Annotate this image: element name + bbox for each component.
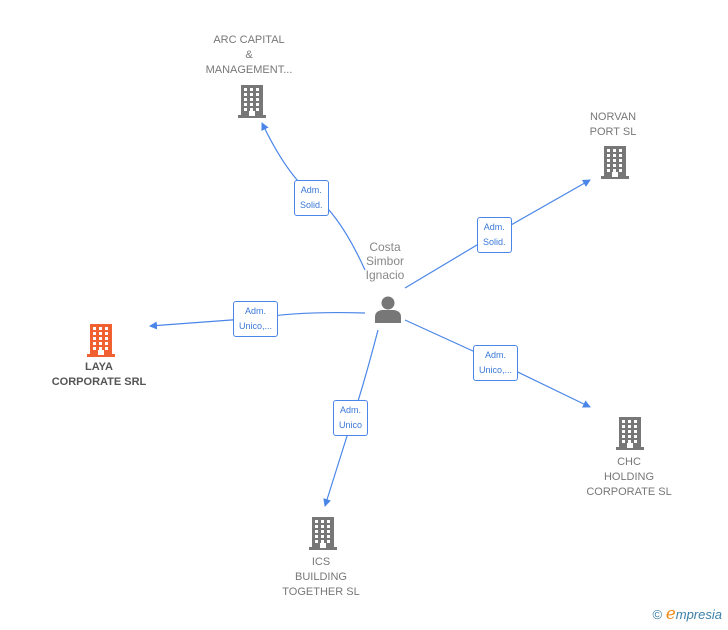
relation-badge-norvan[interactable]: Adm. Solid. [477,217,512,253]
building-icon-laya[interactable] [85,323,117,357]
company-chc-label[interactable]: CHC HOLDING CORPORATE SL [559,455,699,500]
person-icon[interactable] [373,294,403,324]
relation-text: Unico,... [479,365,513,375]
company-arc-label[interactable]: ARC CAPITAL & MANAGEMENT... [179,33,319,78]
label-line: ICS [311,556,331,568]
label-line: CORPORATE SL [586,486,672,498]
label-line: TOGETHER SL [282,586,360,598]
building-icon-norvan[interactable] [599,145,631,179]
brand-rest: mpresia [675,607,722,622]
relation-badge-arc[interactable]: Adm. Solid. [294,180,329,216]
copyright-icon: © [652,607,663,622]
company-laya-label[interactable]: LAYA CORPORATE SRL [29,360,169,390]
relation-text: Adm. [483,222,505,232]
company-ics-label[interactable]: ICS BUILDING TOGETHER SL [251,555,391,600]
empresia-logo[interactable]: © empresia [652,604,722,624]
relation-text: Adm. [485,350,507,360]
relation-text: Unico,... [239,321,273,331]
building-icon-arc[interactable] [236,84,268,118]
label-line: CORPORATE SRL [51,376,147,388]
label-line: PORT SL [589,126,637,138]
name-line: Simbor [365,254,404,268]
relation-text: Adm. [245,306,267,316]
relation-text: Adm. [340,405,362,415]
label-line: HOLDING [603,471,655,483]
relation-badge-chc[interactable]: Adm. Unico,... [473,345,519,381]
name-line: Costa [369,240,401,254]
relation-badge-laya[interactable]: Adm. Unico,... [233,301,279,337]
label-line: & [245,49,253,61]
relation-text: Adm. [300,185,322,195]
person-name[interactable]: Costa Simbor Ignacio [345,240,425,282]
relation-text: Unico [339,420,363,430]
relation-text: Solid. [483,237,506,247]
label-line: LAYA [85,361,113,373]
relation-text: Solid. [300,200,323,210]
brand-initial: e [665,604,676,624]
label-line: CHC [617,456,641,468]
label-line: MANAGEMENT... [205,64,293,76]
name-line: Ignacio [365,268,405,282]
label-line: NORVAN [589,111,637,123]
company-norvan-label[interactable]: NORVAN PORT SL [543,110,683,140]
relation-badge-ics[interactable]: Adm. Unico [333,400,369,436]
building-icon-ics[interactable] [307,516,339,550]
label-line: BUILDING [295,571,347,583]
building-icon-chc[interactable] [614,416,646,450]
label-line: ARC CAPITAL [213,34,285,46]
